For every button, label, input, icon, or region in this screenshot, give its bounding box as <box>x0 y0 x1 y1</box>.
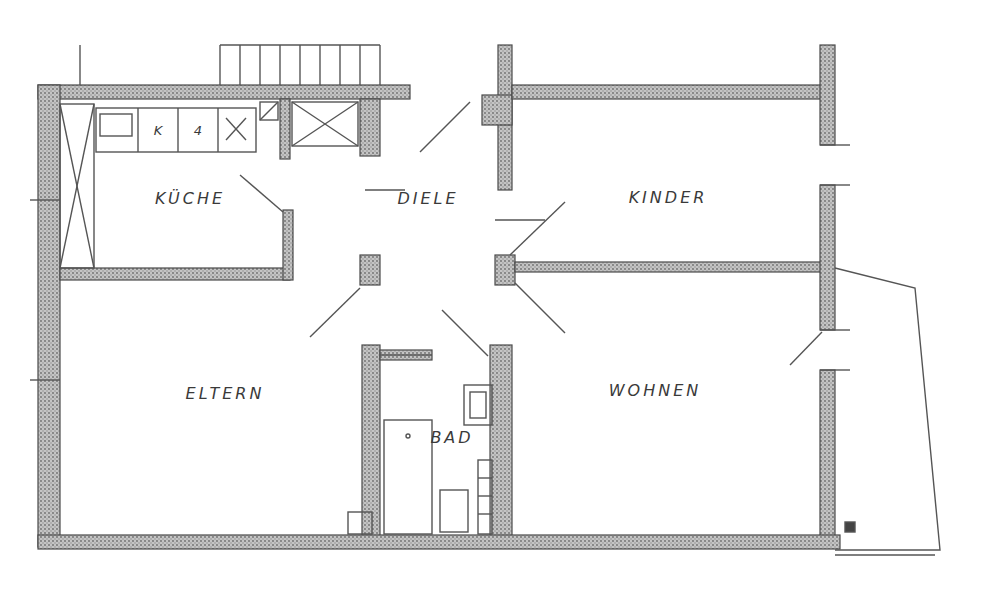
room: ELTERN <box>182 382 269 405</box>
room-name: WOHNEN <box>609 381 702 400</box>
room-name: KÜCHE <box>155 189 225 208</box>
appliance-mark: 4 <box>194 121 202 139</box>
room: WOHNEN <box>605 379 706 402</box>
appliance-mark: K <box>154 121 163 139</box>
walls <box>38 45 840 549</box>
room: DIELE <box>393 187 462 210</box>
room: KINDER <box>625 186 712 209</box>
appliance-label: 4 <box>194 123 202 138</box>
appliance-label: K <box>154 123 163 138</box>
room-name: ELTERN <box>186 384 265 403</box>
room: BAD <box>426 426 477 449</box>
room-name: BAD <box>430 428 473 447</box>
room-name: KINDER <box>629 188 708 207</box>
room: KÜCHE <box>151 187 229 210</box>
fixtures <box>30 45 940 555</box>
room-name: DIELE <box>397 189 458 208</box>
